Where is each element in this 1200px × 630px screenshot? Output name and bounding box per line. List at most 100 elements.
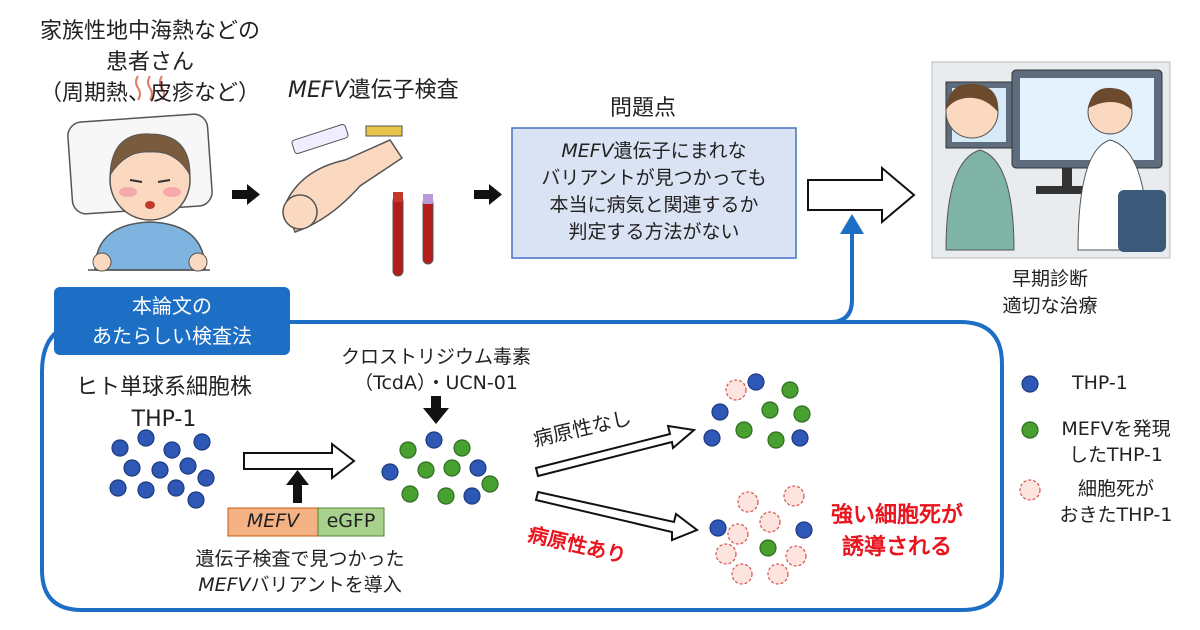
mefv-cell [399,441,417,459]
mefv-cell [767,431,785,449]
dead-cell [731,563,753,585]
method-label-line1: 本論文の [132,294,212,318]
problem-line3: 本当に病気と関連するか [549,194,759,216]
branch-arrow-path [534,490,700,542]
thp1-cell [109,479,127,497]
cell-groups [109,373,1041,585]
patient-caption: 家族性地中海熱などの 患者さん （周期熱、皮疹など） [26,16,274,109]
thp1-cell [709,519,727,537]
patient-illustration [67,75,213,272]
method-frame [40,320,1004,612]
toxin-line2: （TcdA）・UCN-01 [354,372,518,394]
thp1-cell [163,441,181,459]
mefv-cell [401,485,419,503]
mefv-cell [761,401,779,419]
thp1-cell [425,431,443,449]
introduce-line2: MEFVバリアントを導入 [198,574,402,596]
dead-cell [725,379,747,401]
toxin-down-arrow [423,396,449,424]
dead-cell [737,491,759,513]
branch-arrow-no-path [534,424,697,478]
cell-line-caption: ヒト単球系細胞株 THP-1 [64,372,264,436]
toxin-line1: クロストリジウム毒素 [340,346,531,368]
mefv-cell [735,421,753,439]
result-line2: 誘導される [841,535,952,560]
consultation-illustration [931,61,1171,259]
patient-line3: （周期熱、皮疹など） [39,81,260,106]
problem-line2: バリアントが見つかっても [541,167,767,189]
flow-arrow-2 [474,184,502,205]
blood-test-illustration [282,123,434,277]
legend-mefv-label: MEFVを発現 したTHP-1 [1061,418,1171,466]
thp1-cell [193,433,211,451]
method-label-line2: あたらしい検査法 [92,324,252,348]
result-line1: 強い細胞死が [830,503,963,528]
introduce-caption: 遺伝子検査で見つかった MEFVバリアントを導入 [160,546,440,598]
dead-cell [727,523,749,545]
thp1-cell [703,429,721,447]
problem-line4: 判定する方法がない [568,221,740,243]
thp1-cell [791,429,809,447]
result-caption: 強い細胞死が 誘導される [822,500,972,564]
patient-line2: 患者さん [105,50,194,75]
mefv-cell [437,487,455,505]
legend-thp1-icon [1021,375,1039,393]
thp1-cell [151,461,169,479]
mefv-cell [481,475,499,493]
thp1-cell [167,479,185,497]
thp1-cell [187,491,205,509]
gene-test-rest: 遺伝子検査 [348,78,459,103]
flow-arrow-1 [232,184,260,205]
method-label: 本論文の あたらしい検査法 [54,291,290,351]
dead-cell [767,563,789,585]
mefv-cell [759,539,777,557]
thp1-cell [137,429,155,447]
outcome-caption: 早期診断 適切な治療 [980,266,1120,320]
dead-cell [759,511,781,533]
thp1-cell [111,439,129,457]
gene-test-title: MEFV遺伝子検査 [288,72,459,104]
toxin-caption: クロストリジウム毒素 （TcdA）・UCN-01 [324,344,548,396]
dead-cell [783,485,805,507]
dead-cell [715,543,737,565]
legend-death-icon [1019,479,1041,501]
thp1-cell [463,487,481,505]
mefv-cell [443,459,461,477]
legend-death-label: 細胞死が おきたTHP-1 [1059,478,1173,526]
gene-test-mefv: MEFV [288,78,349,103]
thp1-cell [179,457,197,475]
problem-line1: MEFV遺伝子にまれな [561,140,747,162]
mefv-cell [453,439,471,457]
outcome-line1: 早期診断 [1011,268,1088,290]
thp1-cell [469,459,487,477]
feedback-arrowhead [840,214,864,234]
thp1-cell [123,459,141,477]
mefv-box [227,507,319,537]
thp1-cell [747,373,765,391]
outcome-arrow [807,165,916,225]
feedback-arrow [700,228,854,324]
construct-mefv-label: MEFV [246,510,300,532]
method-label-box [54,287,290,355]
introduce-line1: 遺伝子検査で見つかった [195,548,405,570]
thp1-cell [795,521,813,539]
construct-egfp-label: eGFP [326,510,376,532]
construct-up-arrow [286,470,309,503]
dead-cell [785,545,807,567]
egfp-box [317,507,385,537]
problem-text: MEFV遺伝子にまれな バリアントが見つかっても 本当に病気と関連するか 判定す… [512,138,796,246]
problem-box [511,127,797,259]
patient-line1: 家族性地中海熱などの [39,19,260,44]
cell-line-line1: ヒト単球系細胞株 [75,375,252,400]
thp1-cell [711,403,729,421]
mefv-cell [417,461,435,479]
outcome-line2: 適切な治療 [1002,295,1098,317]
cell-line-line2: THP-1 [131,407,197,432]
legend-thp1-label: THP-1 [1072,372,1128,394]
mefv-cell [793,405,811,423]
thp1-cell [381,463,399,481]
introduce-mefv: MEFV [198,574,251,596]
mefv-cell [781,381,799,399]
problem-mefv: MEFV [561,140,614,162]
